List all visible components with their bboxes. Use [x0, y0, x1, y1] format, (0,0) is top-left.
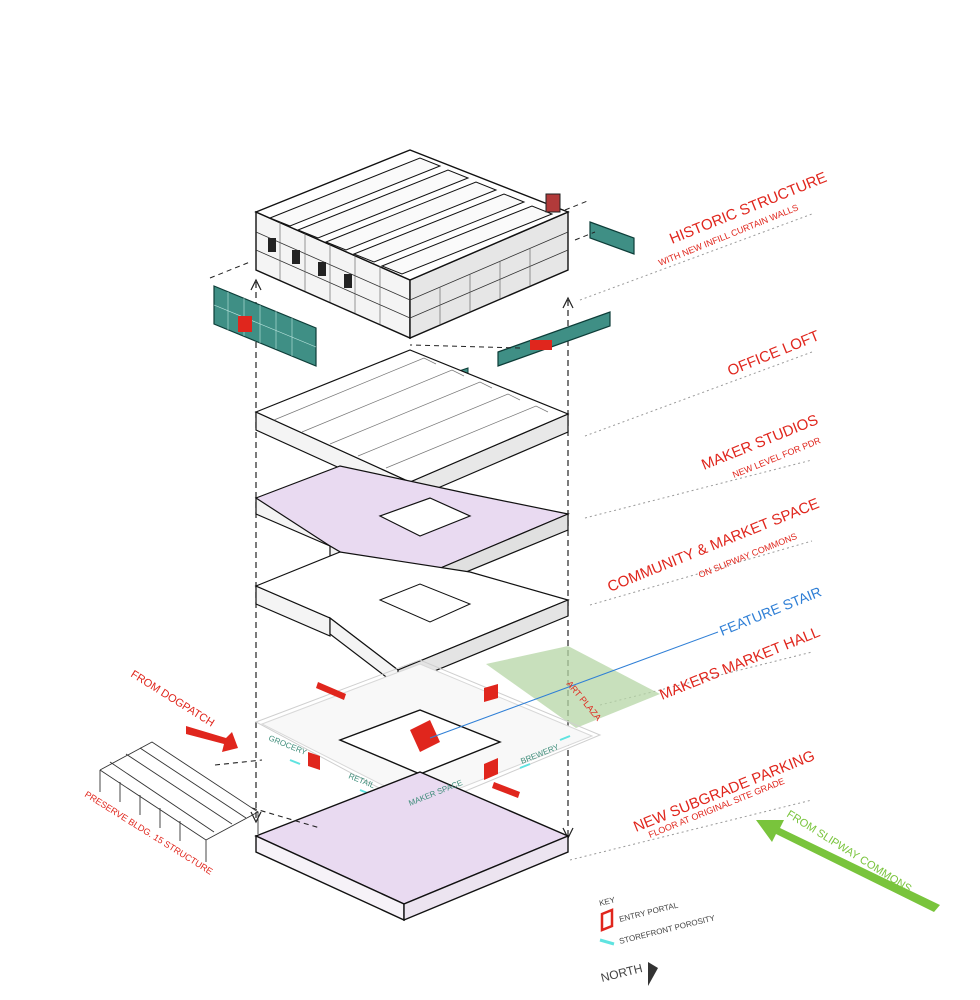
- north-arrow-icon: [648, 962, 658, 986]
- feature-stair-leader: [429, 631, 719, 739]
- label-office-title: OFFICE LOFT: [725, 327, 822, 379]
- curtain-wall-panels: [213, 193, 635, 383]
- panel-dashes: [209, 199, 596, 349]
- legend-entry-portal: ENTRY PORTAL: [618, 900, 679, 923]
- market-hall-layer: [254, 646, 660, 813]
- label-slipway: FROM SLIPWAY COMMONS: [784, 808, 913, 895]
- key-entry-portal-icon: [600, 908, 614, 932]
- legend-title: KEY: [598, 895, 616, 908]
- label-community-title: COMMUNITY & MARKET SPACE: [605, 495, 822, 596]
- dogpatch-arrow: [186, 726, 238, 752]
- community-layer: [254, 551, 570, 688]
- slipway-arrow: [756, 820, 940, 912]
- parking-layer: [254, 771, 570, 922]
- key-storefront-icon: [599, 938, 615, 946]
- office-loft-layer: [254, 349, 570, 501]
- label-market-title: MAKERS MARKET HALL: [657, 624, 822, 704]
- label-dogpatch: FROM DOGPATCH: [128, 668, 216, 729]
- arrowhead-left-up: [250, 278, 262, 291]
- legend-north: NORTH: [599, 961, 644, 985]
- preserved-truss: [99, 741, 259, 862]
- legend: KEY ENTRY PORTAL STOREFRONT POROSITY NOR…: [598, 895, 716, 985]
- label-historic-title: HISTORIC STRUCTURE: [667, 169, 829, 248]
- arrowhead-right-up: [562, 296, 574, 309]
- approach-dashes: [214, 759, 321, 829]
- label-parking-title: NEW SUBGRADE PARKING: [631, 747, 817, 835]
- historic-structure: [254, 149, 570, 340]
